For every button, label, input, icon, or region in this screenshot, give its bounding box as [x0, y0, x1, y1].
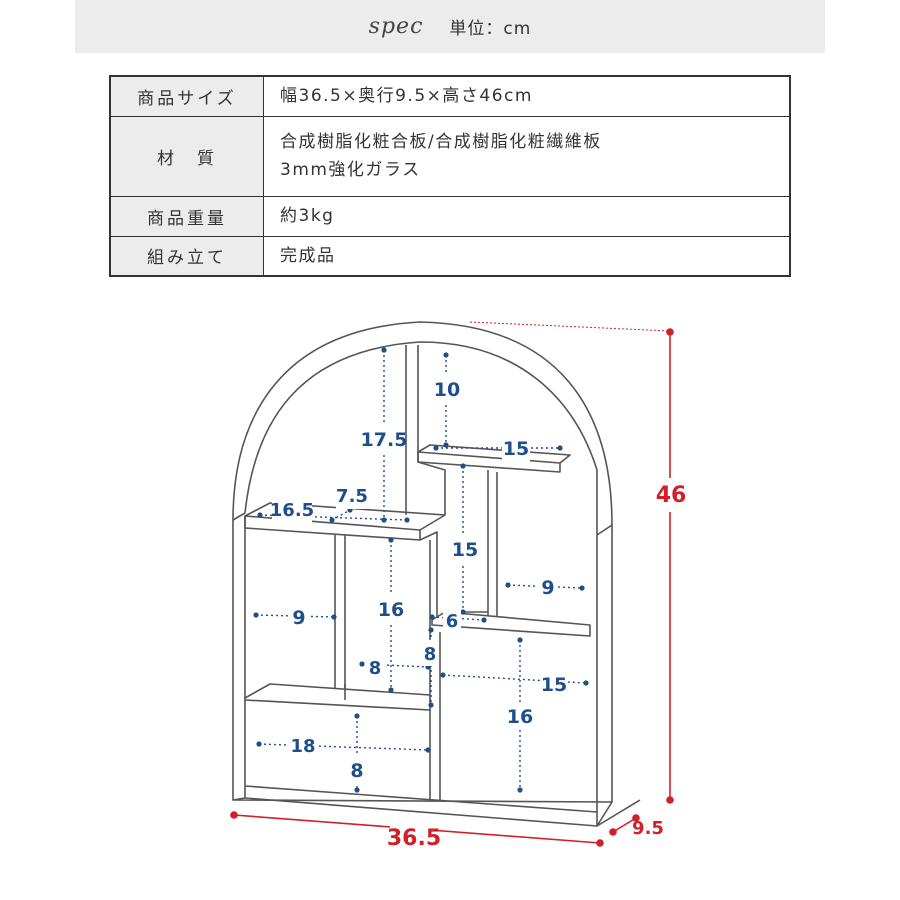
inner-dimension-dots [253, 347, 589, 793]
row-label-assembly: 組み立て [109, 235, 264, 277]
dim-label-total-height: 46 [656, 483, 687, 508]
unit-label: 単位：cm [449, 19, 532, 39]
dim-label-narrow-height: 8 [424, 644, 437, 665]
row-label-material: 材 質 [109, 115, 264, 197]
table-row: 組み立て 完成品 [109, 235, 791, 277]
label-backgrounds [272, 375, 568, 784]
dim-label-right-width: 9 [541, 577, 554, 599]
dim-label-left-shelf-width: 16.5 [270, 500, 314, 521]
spec-banner: spec 単位：cm [75, 0, 825, 53]
spec-table: 商品サイズ 幅36.5×奥行9.5×高さ46cm 材 質 合成樹脂化粧合板/合成… [109, 75, 791, 277]
label-bg-width [390, 820, 438, 850]
table-row: 商品サイズ 幅36.5×奥行9.5×高さ46cm [109, 75, 791, 117]
row-label-weight: 商品重量 [109, 195, 264, 237]
dim-label-center-left-height: 16 [378, 599, 404, 621]
dim-label-bottom-left-height: 8 [350, 760, 363, 782]
dim-label-top-width: 15 [503, 438, 529, 460]
dim-label-lower-right-width: 15 [541, 674, 567, 696]
dim-label-total-width: 36.5 [387, 826, 441, 851]
row-value-assembly: 完成品 [263, 235, 791, 277]
row-value-size: 幅36.5×奥行9.5×高さ46cm [263, 75, 791, 117]
dim-label-top-height: 10 [434, 379, 460, 401]
dim-label-left-width: 9 [292, 607, 305, 629]
dim-label-bottom-left-width: 18 [290, 736, 315, 757]
dim-label-left-shelf-depth: 7.5 [336, 486, 368, 507]
dim-label-small-width: 6 [446, 611, 459, 632]
label-bg-height [658, 478, 684, 512]
dim-label-center-height: 15 [452, 539, 478, 561]
row-value-material: 合成樹脂化粧合板/合成樹脂化粧繊維板 3mm強化ガラス [263, 115, 791, 197]
spec-title: spec [368, 14, 424, 39]
outer-dimension-lines [230, 321, 674, 847]
dim-label-shelf-height: 17.5 [361, 429, 408, 451]
dim-label-narrow-width: 8 [369, 658, 382, 679]
dim-label-total-depth: 9.5 [632, 818, 664, 839]
dim-label-lower-right-height: 16 [507, 706, 533, 728]
table-row: 材 質 合成樹脂化粧合板/合成樹脂化粧繊維板 3mm強化ガラス [109, 115, 791, 197]
